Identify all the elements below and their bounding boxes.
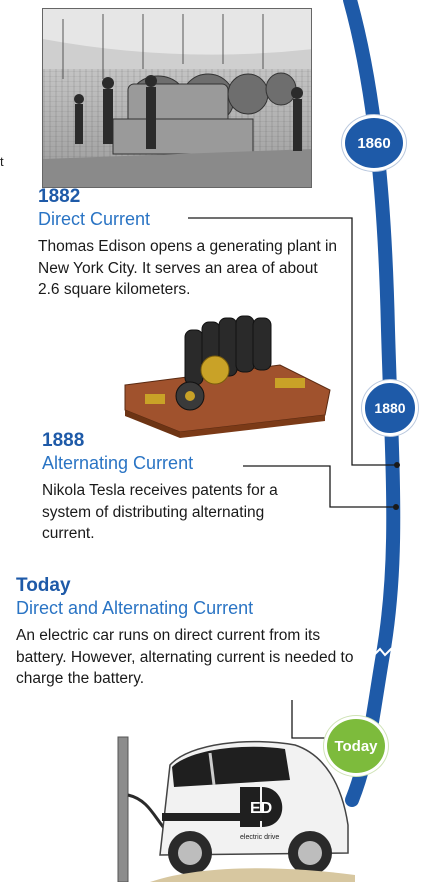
ed-logo: ED electric drive xyxy=(240,787,283,841)
ed-logo-text: ED xyxy=(250,800,272,817)
entry-1882: 1882 Direct Current Thomas Edison opens … xyxy=(38,186,338,301)
entry-description: Thomas Edison opens a generating plant i… xyxy=(38,238,338,298)
entry-year: 1882 xyxy=(38,186,81,207)
entry-today: Today Direct and Alternating Current An … xyxy=(16,575,361,690)
entry-description: An electric car runs on direct current f… xyxy=(16,627,354,687)
generating-plant-engraving xyxy=(42,8,312,188)
entry-year: Today xyxy=(16,575,71,596)
dynamo-photo xyxy=(120,310,335,440)
clipped-text-fragment: t xyxy=(0,154,4,169)
entry-year: 1888 xyxy=(42,430,85,451)
marker-1860: 1860 xyxy=(342,115,406,171)
entry-title: Direct Current xyxy=(38,209,151,229)
entry-description: Nikola Tesla receives patents for a syst… xyxy=(42,482,278,542)
marker-1880: 1880 xyxy=(362,380,418,436)
electric-car-photo: ED electric drive xyxy=(110,725,355,883)
marker-today: Today xyxy=(324,716,388,776)
entry-1888: 1888 Alternating Current Nikola Tesla re… xyxy=(42,430,302,545)
entry-title: Alternating Current xyxy=(42,453,194,473)
entry-title: Direct and Alternating Current xyxy=(16,598,254,618)
ed-logo-caption: electric drive xyxy=(240,834,279,841)
